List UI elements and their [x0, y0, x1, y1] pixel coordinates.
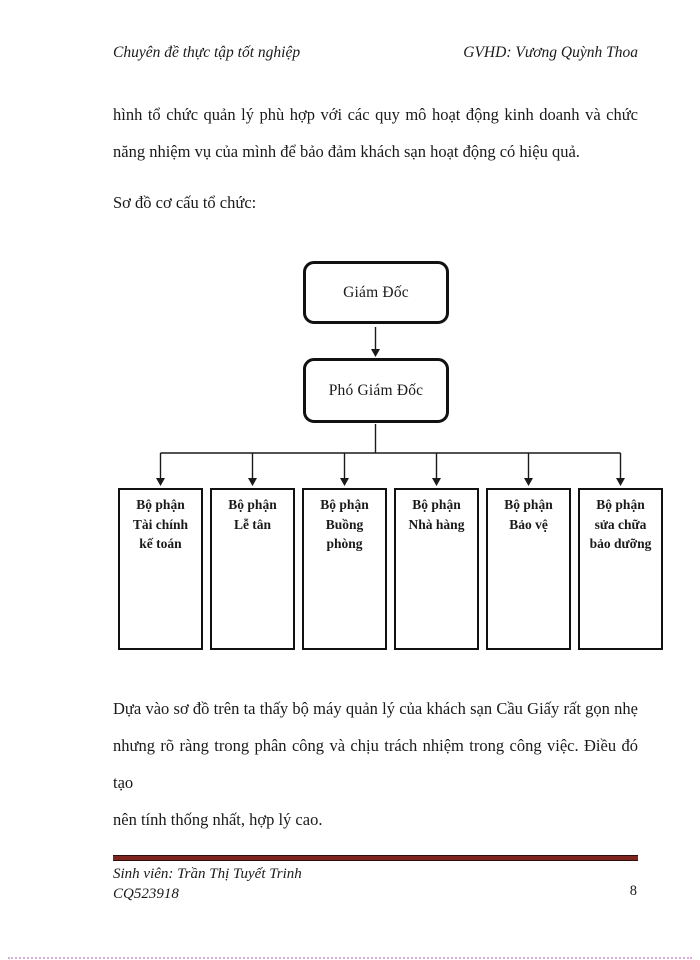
dept-label-line: Bộ phận: [412, 497, 461, 512]
dept-label-line: Bộ phận: [228, 497, 277, 512]
org-node-dept-reception: Bộ phận Lễ tân: [210, 488, 295, 650]
paragraph-1: hình tổ chức quản lý phù hợp với các quy…: [113, 96, 638, 170]
org-node-dept-housekeeping: Bộ phận Buồng phòng: [302, 488, 387, 650]
org-node-dept-maintenance: Bộ phận sửa chữa bảo dưỡng: [578, 488, 663, 650]
dept-label-line: Bộ phận: [320, 497, 369, 512]
org-node-deputy: Phó Giám Đốc: [303, 358, 449, 423]
dept-label-line: Lễ tân: [233, 516, 272, 532]
footer-student-name: Sinh viên: Trần Thị Tuyết Trinh: [113, 866, 302, 882]
dept-label-line: Buồng: [325, 516, 364, 532]
section-label-org-chart: Sơ đồ cơ cấu tổ chức:: [113, 193, 257, 212]
dept-label-line: bảo dưỡng: [589, 536, 652, 551]
dept-label-line: kế toán: [139, 536, 182, 551]
paragraph-2-line-3: nên tính thống nhất, hợp lý cao.: [113, 810, 323, 829]
org-node-director-label: Giám Đốc: [343, 283, 409, 301]
org-node-dept-security: Bộ phận Bảo vệ: [486, 488, 571, 650]
footer-rule: [113, 855, 638, 861]
dept-label-line: Tài chính: [132, 516, 189, 532]
org-department-row: Bộ phận Tài chính kế toán Bộ phận Lễ tân…: [118, 488, 663, 650]
dept-label-line: sửa chữa: [594, 516, 647, 532]
dept-label-line: phòng: [326, 536, 363, 551]
paragraph-2: Dựa vào sơ đồ trên ta thấy bộ máy quản l…: [113, 690, 638, 838]
footer-text: Sinh viên: Trần Thị Tuyết Trinh CQ523918: [113, 864, 302, 904]
dept-label-line: Bộ phận: [504, 497, 553, 512]
paragraph-2-line-1: Dựa vào sơ đồ trên ta thấy bộ máy quản l…: [113, 699, 638, 718]
dept-label-line: Bảo vệ: [509, 516, 548, 532]
paragraph-1-line-2: năng nhiệm vụ của mình để bảo đảm khách …: [113, 142, 580, 161]
org-node-dept-restaurant: Bộ phận Nhà hàng: [394, 488, 479, 650]
paragraph-1-line-1: hình tổ chức quản lý phù hợp với các quy…: [113, 105, 638, 124]
org-node-dept-finance: Bộ phận Tài chính kế toán: [118, 488, 203, 650]
dept-label-line: Nhà hàng: [408, 516, 465, 532]
org-node-deputy-label: Phó Giám Đốc: [328, 381, 424, 399]
dept-label-line: Bộ phận: [596, 497, 645, 512]
dept-label-line: Bộ phận: [136, 497, 185, 512]
footer-student-id: CQ523918: [113, 886, 179, 902]
paragraph-2-line-2: nhưng rõ ràng trong phân công và chịu tr…: [113, 736, 638, 792]
org-node-director: Giám Đốc: [303, 261, 449, 324]
page-number: 8: [629, 883, 637, 899]
bottom-edge-dots: [8, 957, 692, 959]
header-course-title: Chuyên đề thực tập tốt nghiệp: [113, 44, 301, 61]
header-supervisor: GVHD: Vương Quỳnh Thoa: [463, 44, 638, 61]
